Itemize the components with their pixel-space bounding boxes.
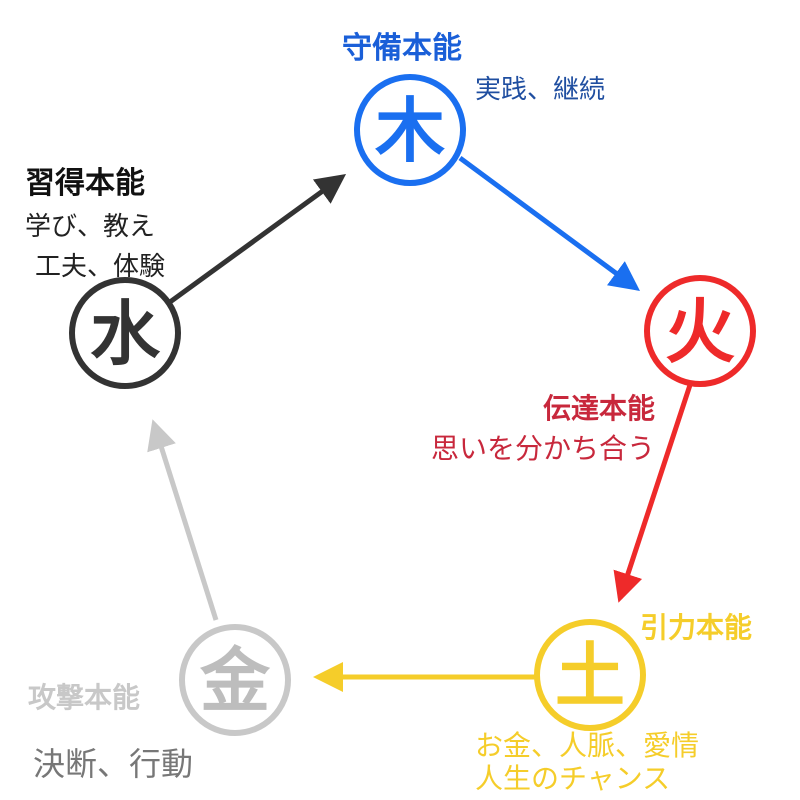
fire-title: 伝達本能 <box>543 392 655 425</box>
arrow-metal-to-water <box>147 419 219 621</box>
node-wood: 木 守備本能 実践、継続 <box>342 31 605 186</box>
wood-title: 守備本能 <box>342 31 462 66</box>
metal-glyph: 金 <box>199 639 271 722</box>
water-glyph: 水 <box>90 292 161 375</box>
earth-glyph: 土 <box>555 634 625 717</box>
fire-glyph: 火 <box>665 290 735 373</box>
node-metal: 金 攻撃本能 決断、行動 <box>28 624 291 783</box>
wood-glyph: 木 <box>375 89 445 172</box>
arrow-wood-to-fire <box>458 155 641 291</box>
node-fire: 火 伝達本能 思いを分かち合う <box>431 275 756 465</box>
metal-desc: 決断、行動 <box>33 745 193 783</box>
node-earth: 土 引力本能 お金、人脈、愛情 人生のチャンス <box>475 611 752 795</box>
water-title: 習得本能 <box>25 166 145 201</box>
water-desc-line-1: 学び、教え <box>25 212 155 242</box>
earth-title: 引力本能 <box>640 611 752 644</box>
arrow-water-to-wood <box>168 174 347 305</box>
node-water: 水 習得本能 学び、教え 工夫、体験 <box>25 166 181 389</box>
water-desc-line-2: 工夫、体験 <box>35 252 165 282</box>
wood-desc: 実践、継続 <box>475 75 605 105</box>
earth-desc-line-2: 人生のチャンス <box>475 762 670 795</box>
arrow-fire-to-earth <box>613 384 693 603</box>
metal-title: 攻撃本能 <box>28 681 140 714</box>
earth-desc-line-1: お金、人脈、愛情 <box>475 729 699 762</box>
fire-desc: 思いを分かち合う <box>431 432 655 465</box>
